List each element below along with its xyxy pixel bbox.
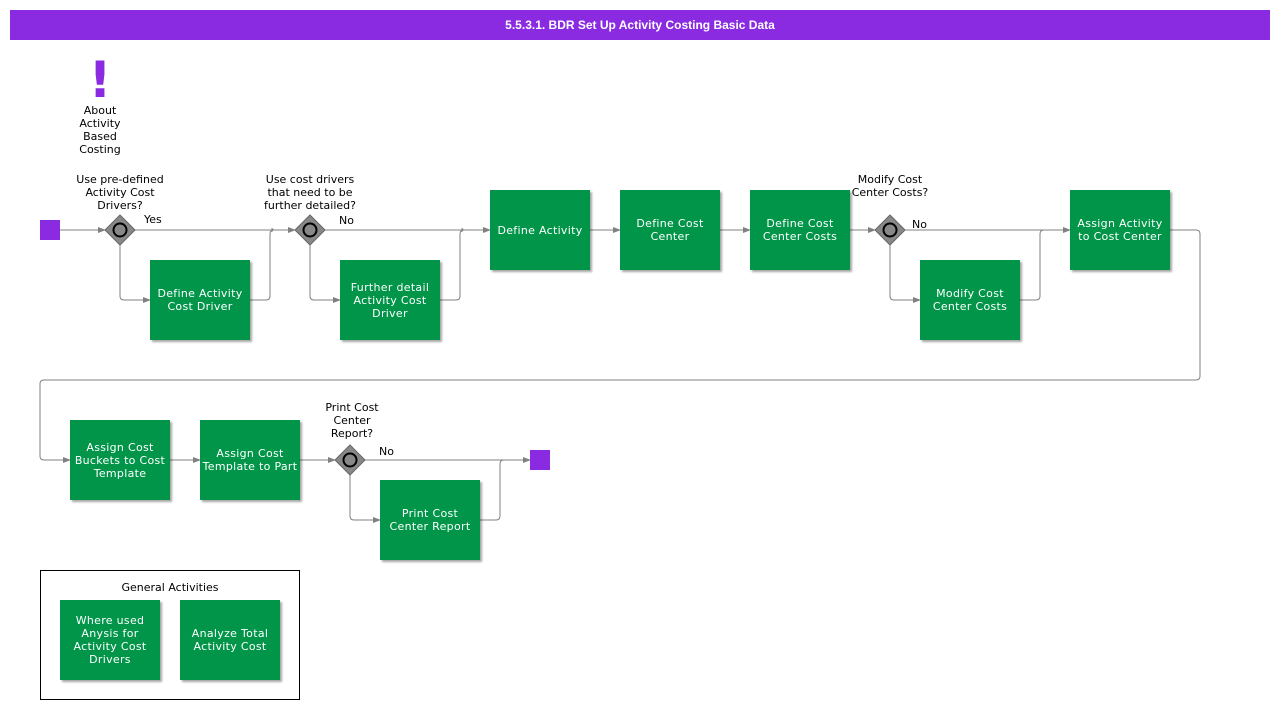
flow-g3-modify <box>889 245 921 303</box>
flow-print-merge <box>480 459 505 521</box>
gateway-g1[interactable] <box>104 214 136 246</box>
flow-g4-print <box>349 475 381 523</box>
task-analyze-total-activity-cost[interactable]: Analyze Total Activity Cost <box>180 600 280 680</box>
diagram-title: 5.5.3.1. BDR Set Up Activity Costing Bas… <box>10 10 1270 40</box>
flow-label-no-g3: No <box>912 218 927 231</box>
start-event[interactable] <box>40 220 60 240</box>
flow-g2-further <box>309 245 341 303</box>
task-where-used-analysis[interactable]: Where used Anysis for Activity Cost Driv… <box>60 600 160 680</box>
task-assign-activity-to-cost-center[interactable]: Assign Activity to Cost Center <box>1070 190 1170 270</box>
task-define-activity[interactable]: Define Activity <box>490 190 590 270</box>
gateway-g3-label: Modify Cost Center Costs? <box>851 173 929 199</box>
task-define-cost-center-costs[interactable]: Define Cost Center Costs <box>750 190 850 270</box>
task-define-cost-center[interactable]: Define Cost Center <box>620 190 720 270</box>
end-event[interactable] <box>530 450 550 470</box>
general-activities-title: General Activities <box>121 581 219 594</box>
task-assign-cost-buckets[interactable]: Assign Cost Buckets to Cost Template <box>70 420 170 500</box>
task-define-activity-cost-driver[interactable]: Define Activity Cost Driver <box>150 260 250 340</box>
flow-label-yes: Yes <box>144 213 162 226</box>
gateway-g1-label: Use pre-defined Activity Cost Drivers? <box>76 173 164 212</box>
annotation-label: About Activity Based Costing <box>79 104 121 156</box>
gateway-g2[interactable] <box>294 214 326 246</box>
general-activities-group: General Activities <box>40 570 300 700</box>
flow-g1-define-driver <box>119 245 151 303</box>
flow-g2-no <box>325 227 491 233</box>
gateway-g3[interactable] <box>874 214 906 246</box>
gateway-g2-label: Use cost drivers that need to be further… <box>264 173 356 212</box>
exclamation-icon[interactable]: ! <box>88 51 112 109</box>
flow-wrap <box>39 229 1201 463</box>
flow-driver-merge <box>250 229 275 301</box>
task-print-cost-center-report[interactable]: Print Cost Center Report <box>380 480 480 560</box>
flow-modify-merge <box>1020 229 1045 301</box>
task-assign-cost-template[interactable]: Assign Cost Template to Part <box>200 420 300 500</box>
task-modify-cost-center-costs[interactable]: Modify Cost Center Costs <box>920 260 1020 340</box>
flow-further-merge <box>440 229 465 301</box>
task-further-detail-activity-cost-driver[interactable]: Further detail Activity Cost Driver <box>340 260 440 340</box>
gateway-g4[interactable] <box>334 444 366 476</box>
flow-label-no-g2: No <box>339 214 354 227</box>
gateway-g4-label: Print Cost Center Report? <box>325 401 379 440</box>
flow-label-no-g4: No <box>379 445 394 458</box>
